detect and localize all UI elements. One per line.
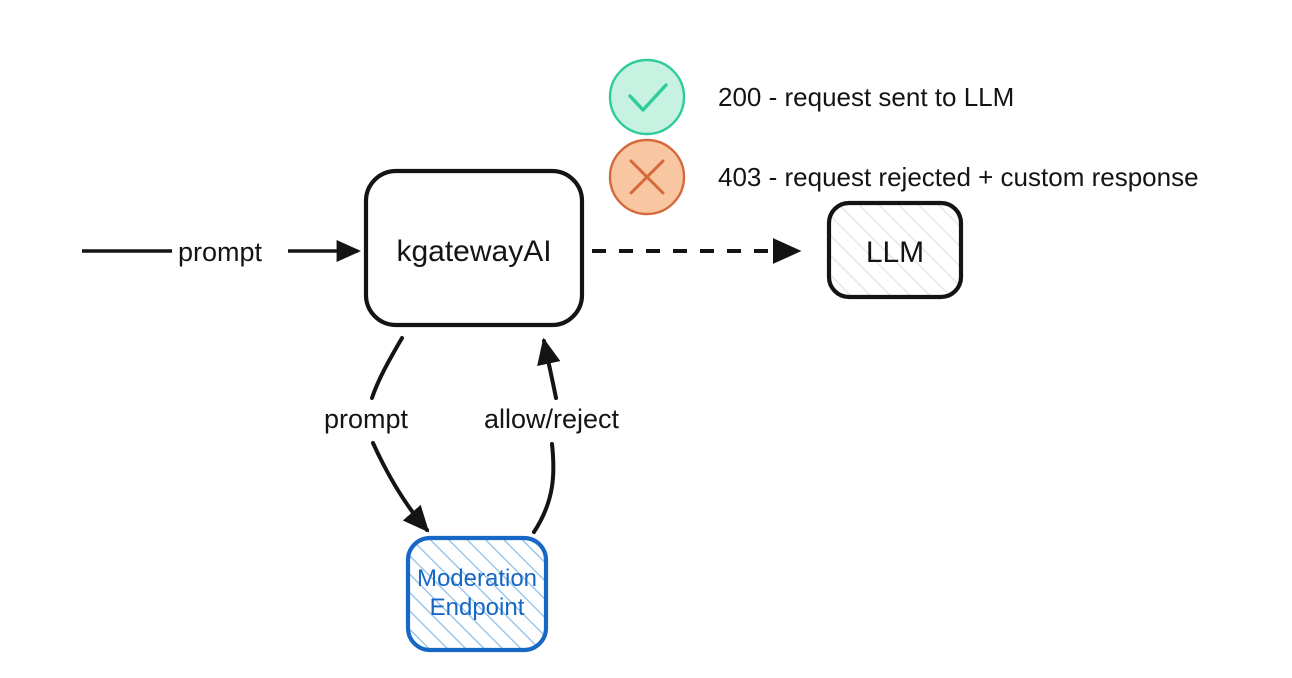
- cross-circle-icon: [608, 138, 686, 216]
- gateway-box[interactable]: [363, 168, 585, 328]
- gateway-label: kgatewayAI: [396, 235, 551, 268]
- legend-item-rejected: 403 - request rejected + custom response: [608, 138, 1199, 216]
- legend-rejected-text: 403 - request rejected + custom response: [718, 162, 1199, 192]
- gateway-moderation-curve-upper: [370, 336, 404, 400]
- edge-moderation-to-gateway: allow/reject: [484, 337, 620, 534]
- legend-success-text: 200 - request sent to LLM: [718, 82, 1014, 112]
- check-circle-background: [608, 58, 686, 136]
- legend-item-success: 200 - request sent to LLM: [608, 58, 1014, 136]
- inbound-prompt-label: prompt: [178, 237, 263, 267]
- moderation-label-line1: Moderation: [417, 565, 537, 592]
- llm-label: LLM: [866, 236, 924, 269]
- node-moderation[interactable]: Moderation Endpoint: [405, 535, 549, 653]
- gateway-moderation-curve-lower: [371, 441, 430, 533]
- moderation-gateway-label: allow/reject: [484, 404, 620, 434]
- check-circle-icon: [608, 58, 686, 136]
- check-mark-glyph: [628, 83, 668, 112]
- moderation-box[interactable]: [405, 535, 549, 653]
- edge-inbound-prompt: prompt: [82, 237, 362, 267]
- moderation-gateway-curve-lower: [532, 442, 556, 534]
- node-llm[interactable]: LLM: [826, 200, 964, 300]
- gateway-moderation-label: prompt: [324, 404, 409, 434]
- node-gateway[interactable]: kgatewayAI: [363, 168, 585, 328]
- cross-mark-glyph: [629, 159, 665, 195]
- edge-gateway-to-moderation: prompt: [324, 336, 430, 533]
- moderation-label-line2: Endpoint: [430, 594, 525, 621]
- moderation-gateway-curve-upper: [537, 337, 561, 400]
- llm-box[interactable]: [826, 200, 964, 300]
